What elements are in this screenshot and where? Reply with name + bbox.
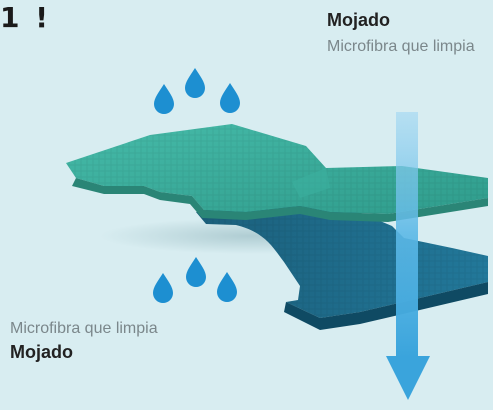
water-drop-icon [220, 83, 240, 113]
top-drops [154, 68, 240, 114]
bottom-label: Microfibra que limpia Mojado [10, 319, 158, 364]
top-label: Mojado Microfibra que limpia [327, 10, 475, 56]
water-drop-icon [153, 273, 173, 303]
bottom-drops [153, 257, 237, 303]
top-label-subtitle: Microfibra que limpia [327, 37, 475, 55]
bottom-label-title: Mojado [10, 342, 73, 363]
water-drop-icon [154, 84, 174, 114]
upper-cloth [66, 124, 488, 222]
step-number: 1 ! [0, 1, 51, 34]
bottom-label-subtitle: Microfibra que limpia [10, 320, 158, 337]
water-drop-icon [217, 272, 237, 302]
top-label-title: Mojado [327, 10, 390, 30]
water-drop-icon [186, 257, 206, 287]
water-drop-icon [185, 68, 205, 98]
arrow-down-icon [386, 112, 430, 400]
